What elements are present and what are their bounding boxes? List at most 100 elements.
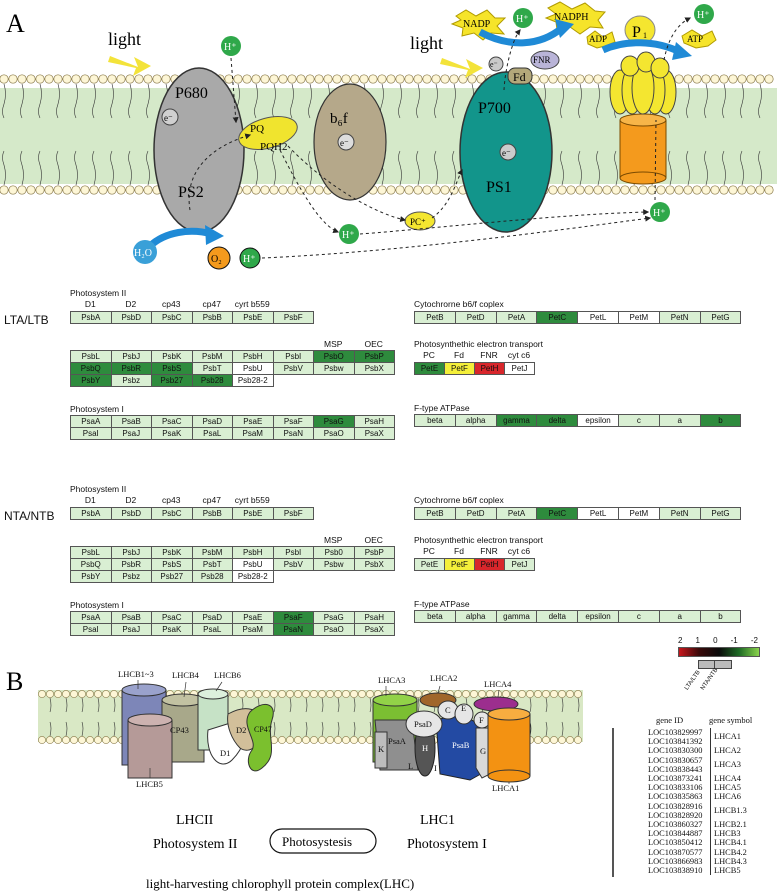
lipid-head [350,690,358,698]
lipid-head [719,185,729,195]
lipid-head [70,736,78,744]
gene-cell: Psb28-2 [232,374,274,387]
light-left-label: light [108,29,141,49]
gene-cell: PsaO [313,623,355,636]
gene-cell: PsbP [353,546,395,559]
gene-cell: PsbA [70,507,112,520]
gene-cell: Psb28 [191,374,233,387]
gene-cell: PsaA [70,415,112,428]
gene-cell: PsbY [70,570,112,583]
lipid-head [737,185,747,195]
gene-cell: PsaB [110,611,152,624]
lipid-head [98,185,108,195]
column-label [192,535,233,545]
gene-symbol: LHCB3 [710,829,741,839]
gene-cell: PsbK [151,350,193,363]
gene-symbol: LHCA4 [710,774,741,784]
gene-symbol: LHCA2 [710,746,741,756]
lipid-head [377,74,387,84]
lipid-head [230,690,238,698]
heatmap-row [612,866,614,877]
lipid-head [548,74,558,84]
gene-cell: PsbT [191,558,233,571]
heatmap-cell [612,820,613,831]
gene-cell: c [617,610,660,623]
lipid-head [286,736,294,744]
gene-cell: PsaM [232,623,274,636]
c-label: C [445,705,451,715]
column-label: cyrt b559 [234,495,270,505]
gene-cell: PsbT [191,362,233,375]
lipid-head [440,74,450,84]
lipid-head [294,690,302,698]
heatmap-row [612,839,614,849]
lipid-head [764,185,774,195]
heatmap-grid [612,728,614,877]
heatmap-cell [613,830,614,840]
gene-cell: PsbH [232,350,274,363]
fd-protein [507,67,533,85]
lipid-head [318,690,326,698]
gene-cell: PsbH [232,546,274,559]
fnr-protein [530,50,560,70]
h-plus-label: H⁺ [243,254,256,265]
lipid-head [548,185,558,195]
lipid-head [296,74,306,84]
lipid-head [534,736,542,744]
light-arrow-right [440,58,483,78]
lipid-head [314,74,324,84]
gene-id: LOC103830300 [648,746,703,756]
gene-cell: PetB [414,311,456,324]
psad-protein [405,710,443,738]
lhc1-label: LHC1 [420,813,455,828]
lipid-head [558,690,566,698]
ps2-title: Photosystem II [70,484,127,494]
column-label: Fd [454,350,464,360]
water-splitting-arrow [147,227,213,249]
column-label [70,535,111,545]
lipid-head [755,185,765,195]
heatmap-cell [612,802,613,812]
lipid-head [314,185,324,195]
gene-symbol-header: gene symbol [709,715,753,725]
gene-cell: PetL [577,311,619,324]
lipid-head [550,690,558,698]
h2o-icon [133,240,157,264]
column-label: Fd [454,546,464,556]
electron-icon [499,143,517,161]
lipid-head [98,74,108,84]
lipid-head [71,185,81,195]
p680-label: P680 [175,85,208,102]
gene-symbol: LHCB1.3 [710,801,747,820]
gene-cell: PetM [617,311,660,324]
lipid-head [656,185,666,195]
psad-label: PsaD [414,719,432,729]
gene-id: LOC103860327 [648,820,703,830]
lipid-head [710,74,720,84]
h-plus-label: H⁺ [516,14,529,25]
ps1-name-label: Photosystem I [407,837,487,852]
gene-id: LOC103844887 [648,829,703,839]
lipid-head [359,74,369,84]
lipid-head [89,185,99,195]
lipid-head [269,185,279,195]
lipid-head [470,690,478,698]
gene-cell: PetN [658,507,701,520]
lipid-head [341,74,351,84]
gene-cell: PetL [577,507,619,520]
lipid-head [566,736,574,744]
lipid-head [395,185,405,195]
heatmap-cell [613,820,614,831]
column-label [111,535,152,545]
gene-cell: PsbU [232,362,274,375]
g-label: G [480,746,486,756]
lipid-head [395,74,405,84]
gene-cell: PsbD [110,507,152,520]
lipid-head [86,736,94,744]
lipid-head [746,185,756,195]
